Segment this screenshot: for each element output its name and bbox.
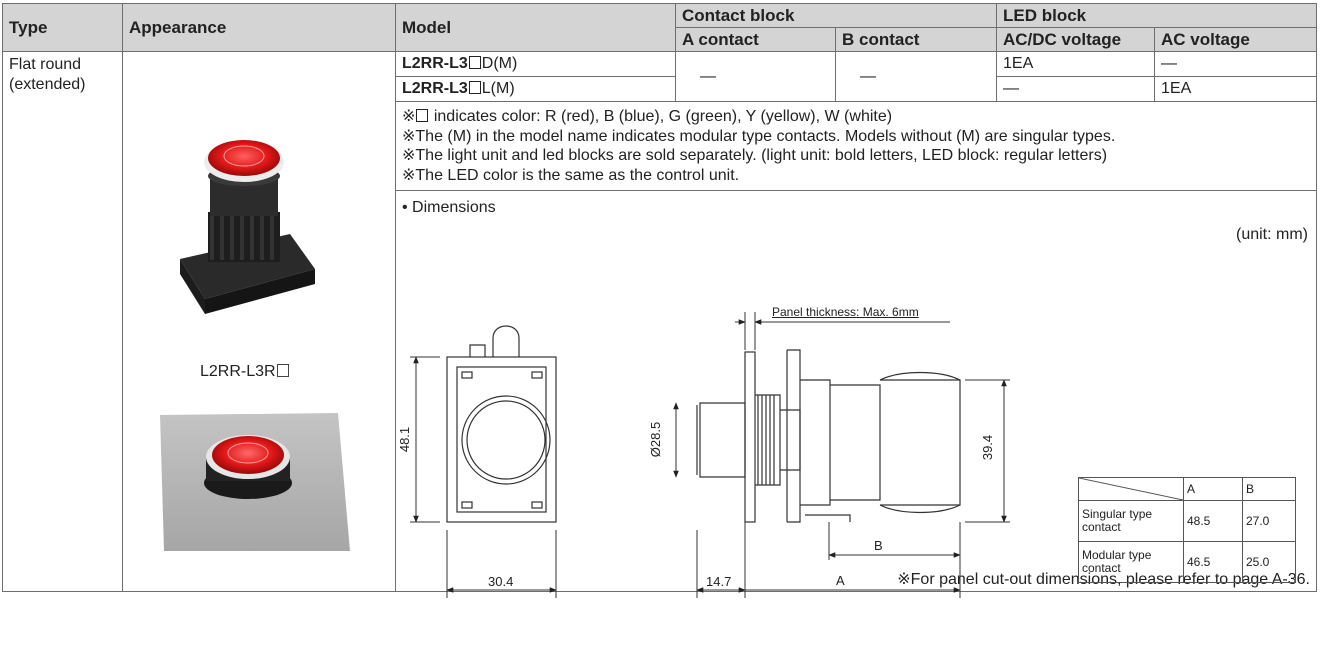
mini-table-corner (1078, 477, 1184, 501)
diameter-label: Ø28.5 (648, 421, 664, 458)
unit-label: (unit: mm) (1236, 226, 1308, 243)
header-model: Model (395, 3, 676, 52)
panel-thickness-label: Panel thickness: Max. 6mm (772, 305, 919, 319)
model-cell-1: L2RR-L3 D(M) (395, 51, 676, 77)
note-led-color: ※The LED color is the same as the contro… (402, 166, 740, 184)
mini-row-a: 48.5 (1183, 500, 1243, 542)
width-label: 30.4 (488, 574, 514, 589)
a-contact-value: — (700, 67, 716, 85)
header-led-block: LED block (996, 3, 1317, 28)
model-suffix: L(M) (481, 80, 515, 97)
mini-col-b: B (1242, 477, 1296, 501)
height-label: 48.1 (397, 426, 413, 453)
header-acdc-voltage: AC/DC voltage (996, 27, 1155, 52)
ac-cell-2: 1EA (1154, 76, 1317, 102)
dimension-mini-table: A B Singular type contact 48.5 27.0 Modu… (1078, 477, 1296, 583)
front-depth-label: 14.7 (706, 574, 732, 589)
type-line-1: Flat round (9, 56, 82, 73)
dim-b-label: B (874, 538, 883, 553)
acdc-cell-1: 1EA (996, 51, 1155, 77)
type-line-2: (extended) (9, 76, 86, 93)
header-ac-voltage: AC voltage (1154, 27, 1317, 52)
note-sold-separately: ※The light unit and led blocks are sold … (402, 147, 1108, 164)
mini-row-b: 27.0 (1242, 500, 1296, 542)
dimensions-title: • Dimensions (402, 199, 496, 216)
mini-row-label: Singular type contact (1078, 500, 1184, 542)
color-square-icon (468, 56, 481, 69)
mini-row-b: 25.0 (1242, 541, 1296, 583)
b-contact-value: — (860, 67, 876, 85)
ac-cell-1: — (1154, 51, 1317, 77)
mounted-product-photo-icon (160, 413, 350, 551)
model-suffix: D(M) (481, 55, 518, 72)
color-square-icon (276, 364, 289, 377)
b-contact-cell: — (835, 51, 997, 102)
color-square-icon (468, 81, 481, 94)
header-a-contact: A contact (675, 27, 836, 52)
header-appearance: Appearance (122, 3, 396, 52)
dim-a-label: A (836, 573, 845, 588)
model-bold: L2RR-L3 (402, 55, 468, 72)
header-contact-block: Contact block (675, 3, 997, 28)
acdc-cell-2: — (996, 76, 1155, 102)
appearance-label: L2RR-L3R (200, 363, 289, 381)
header-b-contact: B contact (835, 27, 997, 52)
note-modular: ※The (M) in the model name indicates mod… (402, 127, 1116, 145)
notes-cell: ※ indicates color: R (red), B (blue), G … (395, 101, 1317, 191)
a-contact-cell: — (675, 51, 836, 102)
header-type: Type (2, 3, 123, 52)
side-height-label: 39.4 (980, 434, 996, 461)
mini-row-a: 46.5 (1183, 541, 1243, 583)
mini-row-label: Modular type contact (1078, 541, 1184, 583)
mini-col-a: A (1183, 477, 1243, 501)
model-cell-2: L2RR-L3 L(M) (395, 76, 676, 102)
product-photo-icon (180, 140, 315, 314)
note-color: ※ indicates color: R (red), B (blue), G … (402, 108, 893, 125)
color-square-icon (416, 109, 429, 122)
type-cell: Flat round (extended) (2, 51, 123, 592)
model-bold: L2RR-L3 (402, 80, 468, 97)
